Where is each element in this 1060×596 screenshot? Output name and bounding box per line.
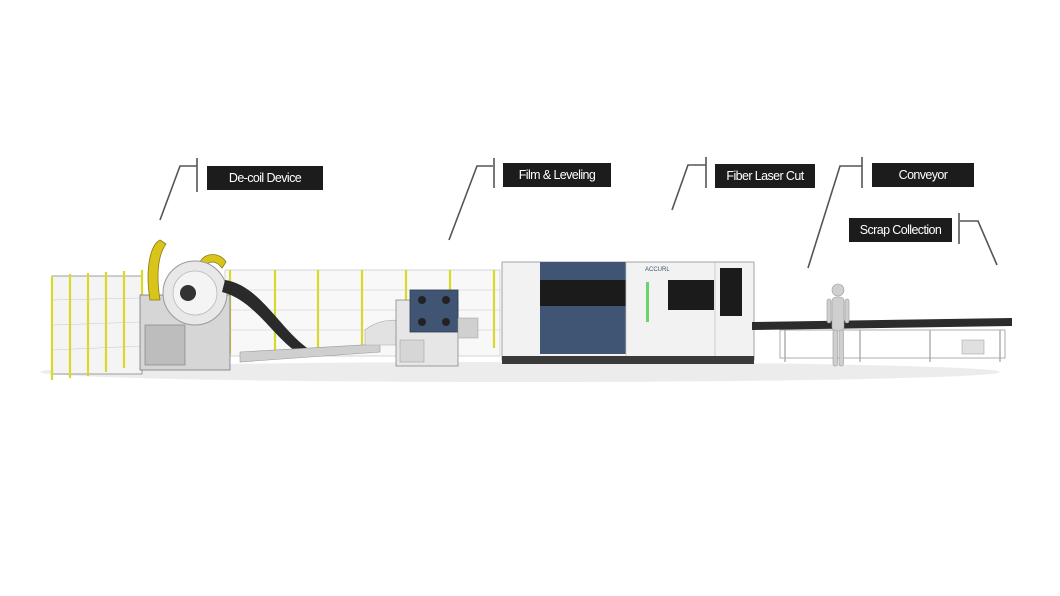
label-conveyor: Conveyor (872, 163, 974, 187)
leader-line-laser (671, 164, 706, 211)
leader-lines (159, 157, 998, 269)
leader-line-film (448, 165, 493, 241)
film-leveling-machine (364, 289, 479, 367)
accurl-logo: ACCURL (645, 267, 670, 273)
leader-line-scrap (960, 220, 998, 266)
floor-shadow (40, 362, 1000, 382)
conveyor (752, 318, 1012, 362)
label-decoil-device: De-coil Device (207, 166, 323, 190)
label-scrap-collection: Scrap Collection (849, 218, 952, 242)
leader-line-conveyor (807, 165, 862, 269)
human-figure (826, 283, 850, 367)
leader-line-decoil (159, 165, 197, 221)
label-fiber-laser-cut: Fiber Laser Cut (715, 164, 815, 188)
label-film-leveling: Film & Leveling (503, 163, 611, 187)
decoil-machine (139, 239, 381, 371)
fiber-laser-machine: ACCURL (501, 261, 755, 364)
